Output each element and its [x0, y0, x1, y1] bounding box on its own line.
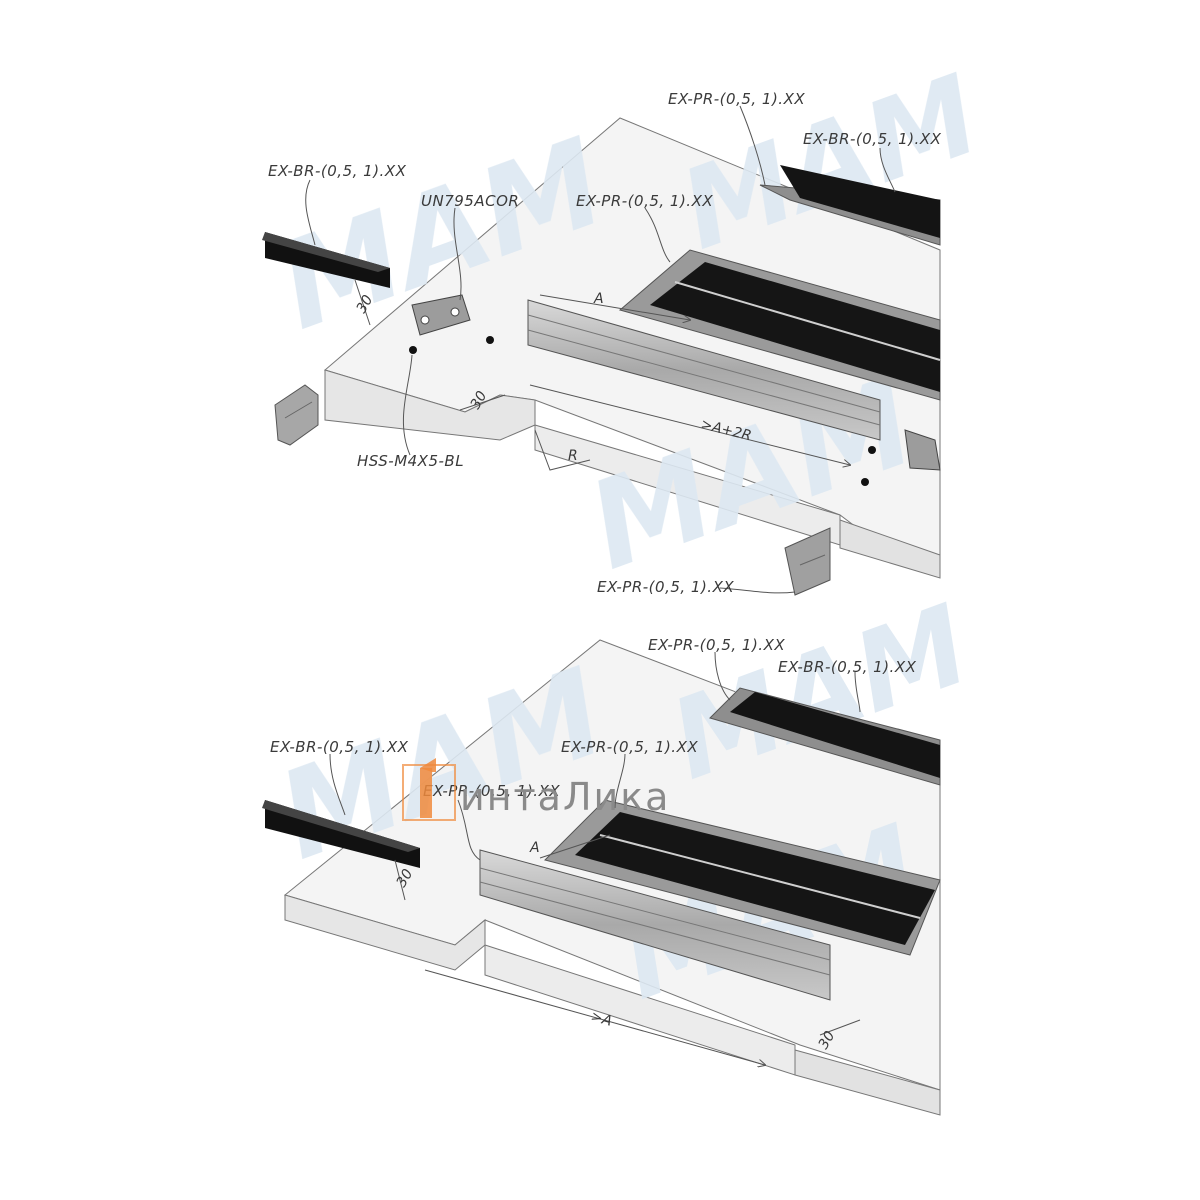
end-cap-left [274, 384, 319, 446]
dimension-lines-top [354, 279, 850, 471]
connector-right [861, 429, 941, 486]
callout-screw: HSS-M4X5-BL [357, 452, 464, 470]
callout-pr-center: EX-PR-(0,5, 1).XX [576, 192, 713, 210]
callout-bottom-br-left: EX-BR-(0,5, 1).XX [270, 738, 409, 756]
dim-a: A [593, 291, 604, 307]
dim-bottom-thirty-left: 30 [394, 866, 417, 890]
bottom-diagram: MAM MAM MAM [262, 580, 985, 1116]
dim-r: R [568, 448, 578, 464]
end-cap-bottom [784, 527, 831, 596]
seal-strip-bottom-left [262, 800, 420, 868]
callout-bottom-pr-center: EX-PR-(0,5, 1).XX [561, 738, 698, 756]
callout-bottom-pr-top-right: EX-PR-(0,5, 1).XX [648, 636, 785, 654]
brand-logo: интаЛика [402, 758, 670, 821]
profile-long [527, 299, 881, 441]
callout-pr-bottom: EX-PR-(0,5, 1).XX [597, 578, 734, 596]
dim-bottom-a: A [529, 840, 540, 856]
leader-lines-bottom [329, 651, 861, 861]
dim-bottom-greater-a: >A [589, 1008, 614, 1029]
callout-connector: UN795ACOR [421, 192, 519, 210]
callout-br-left: EX-BR-(0,5, 1).XX [268, 162, 407, 180]
dim-thirty-left: 30 [354, 292, 377, 316]
callout-bottom-br-top-right: EX-BR-(0,5, 1).XX [778, 658, 917, 676]
dim-bottom-thirty-right: 30 [816, 1028, 839, 1052]
profile-bottom [479, 849, 831, 1001]
seal-strip-left [262, 232, 390, 288]
top-diagram: MAM MAM MAM [262, 50, 995, 597]
dim-thirty-gap: 30 [468, 388, 491, 412]
leader-lines-top [305, 105, 896, 594]
groove-top-right [759, 165, 941, 246]
connector-left [409, 294, 494, 354]
logo-text: интаЛика [460, 775, 670, 819]
callout-bottom-pr-overlap: EX-PR-(0,5, 1).XX [423, 782, 560, 800]
groove-bottom-top-right [709, 687, 941, 786]
groove-center [618, 249, 941, 401]
callout-br-top-right: EX-BR-(0,5, 1).XX [803, 130, 942, 148]
callout-pr-top-right: EX-PR-(0,5, 1).XX [668, 90, 805, 108]
groove-bottom-center [544, 799, 941, 956]
dimension-lines-bottom [394, 834, 861, 1065]
